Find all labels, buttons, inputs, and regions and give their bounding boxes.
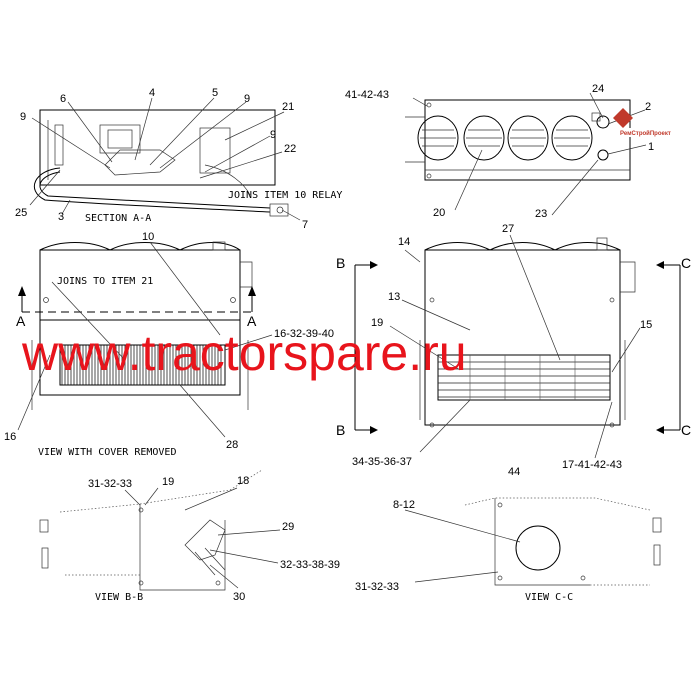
brand-logo: РемСтройПроект: [613, 108, 700, 137]
callout-41-42-43: 41-42-43: [345, 89, 389, 101]
section-marker-a-left: A: [16, 313, 26, 329]
callout-16: 16: [4, 431, 16, 443]
callout-14: 14: [398, 236, 410, 248]
callout-9: 9: [20, 111, 26, 123]
callout-23: 23: [535, 208, 547, 220]
callout-13: 13: [388, 291, 400, 303]
callout-9: 9: [244, 93, 250, 105]
caption-view-with-cover-removed: VIEW WITH COVER REMOVED: [38, 447, 176, 458]
front-view: [405, 92, 647, 216]
callout-21: 21: [282, 101, 294, 113]
callout-5: 5: [212, 87, 218, 99]
cover-removed-view: [18, 241, 256, 410]
callout-24: 24: [592, 83, 604, 95]
callout-27: 27: [502, 223, 514, 235]
callout-9: 9: [270, 129, 276, 141]
callout-20: 20: [433, 207, 445, 219]
side-view-leaders: [389, 234, 641, 459]
section-aa-view: [29, 97, 301, 221]
callout-32-33-38-39: 32-33-38-39: [280, 559, 340, 571]
callout-19: 19: [162, 476, 174, 488]
view-cc: [404, 497, 662, 586]
callout-17-41-42-43: 17-41-42-43: [562, 459, 622, 471]
caption-section-aa: SECTION A-A: [85, 213, 151, 224]
callout-1: 1: [648, 141, 654, 153]
heater-core-fins: [59, 344, 226, 386]
callout-10: 10: [142, 231, 154, 243]
callout-16-32-39-40: 16-32-39-40: [274, 328, 334, 340]
section-marker-b-bottom: B: [336, 422, 345, 438]
callout-7: 7: [302, 219, 308, 231]
callout-29: 29: [282, 521, 294, 533]
watermark-text: www.tractorspare.ru: [21, 325, 467, 381]
view-bb: [39, 469, 281, 591]
side-view: [354, 237, 681, 434]
callout-44: 44: [508, 466, 520, 478]
section-marker-c-top: C: [681, 255, 691, 271]
section-marker-b-top: B: [336, 255, 345, 271]
cover-removed-leaders: [17, 241, 273, 438]
caption-joins-item-10-relay: JOINS ITEM 10 RELAY: [228, 190, 342, 201]
callout-31-32-33: 31-32-33: [88, 478, 132, 490]
callout-30: 30: [233, 591, 245, 603]
caption-view-cc: VIEW C-C: [525, 592, 573, 603]
callout-31-32-33: 31-32-33: [355, 581, 399, 593]
svg-text:РемСтройПроект: РемСтройПроект: [620, 130, 671, 137]
callout-3: 3: [58, 211, 64, 223]
section-marker-a-right: A: [247, 313, 257, 329]
callout-28: 28: [226, 439, 238, 451]
callout-15: 15: [640, 319, 652, 331]
caption-joins-to-item-21: JOINS TO ITEM 21: [57, 276, 153, 287]
callout-19: 19: [371, 317, 383, 329]
caption-view-bb: VIEW B-B: [95, 592, 143, 603]
callout-4: 4: [149, 87, 155, 99]
callout-25: 25: [15, 207, 27, 219]
callout-34-35-36-37: 34-35-36-37: [352, 456, 412, 468]
callout-8-12: 8-12: [393, 499, 415, 511]
louver-grille: [437, 354, 611, 401]
callout-18: 18: [237, 475, 249, 487]
section-marker-c-bottom: C: [681, 422, 691, 438]
callout-6: 6: [60, 93, 66, 105]
callout-22: 22: [284, 143, 296, 155]
callout-2: 2: [645, 101, 651, 113]
